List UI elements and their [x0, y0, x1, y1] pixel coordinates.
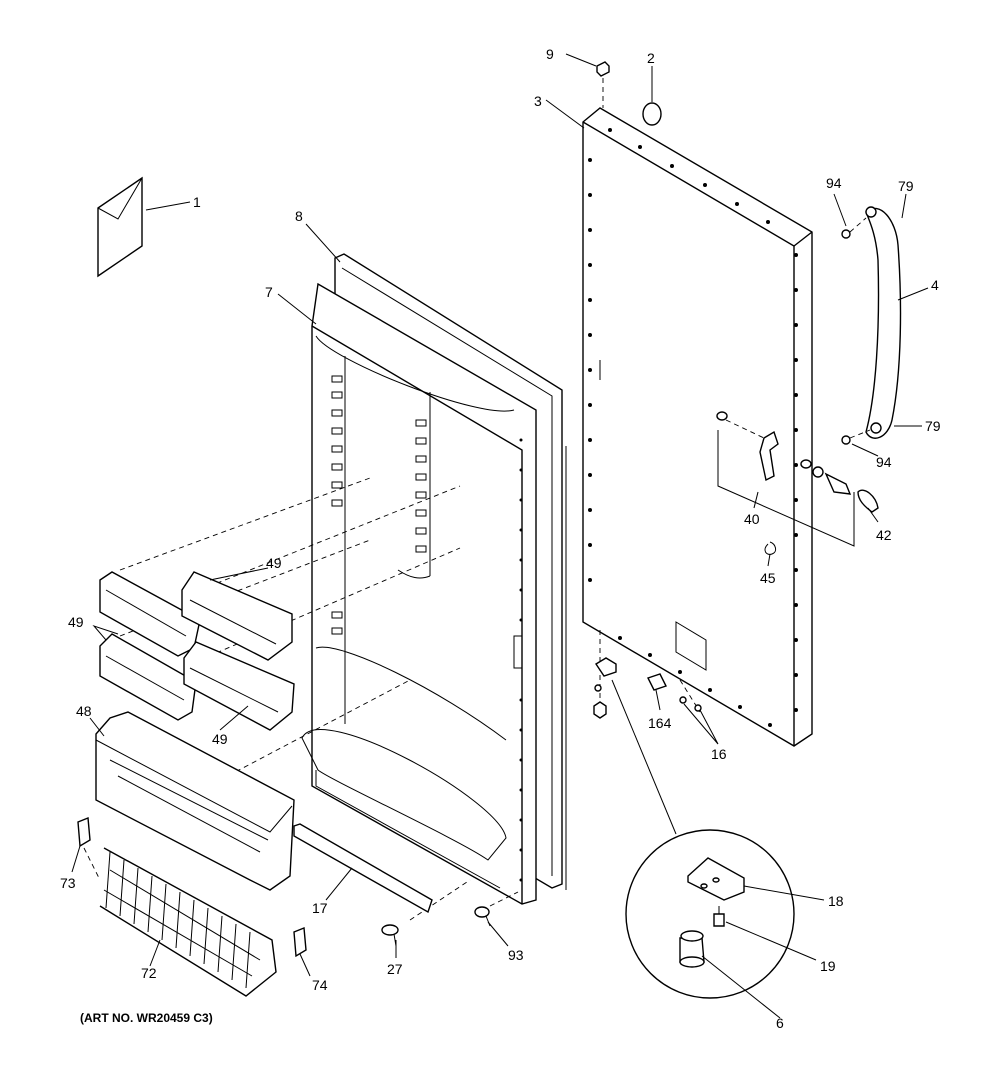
callout-94-bottom: 94 [876, 454, 892, 470]
part-1-envelope [97, 176, 143, 278]
callout-labels: 1 9 2 3 8 7 94 79 4 79 94 40 42 45 49 49… [60, 46, 941, 1031]
callout-94-top: 94 [826, 175, 842, 191]
callout-18: 18 [828, 893, 844, 909]
part-17-trim-strip [293, 823, 433, 914]
callout-48: 48 [76, 703, 92, 719]
part-49-door-bins [99, 571, 295, 731]
part-3-door-panel [582, 107, 813, 747]
part-4-handle [865, 206, 902, 439]
callout-49-top: 49 [266, 555, 282, 571]
callout-4: 4 [931, 277, 939, 293]
callout-93: 93 [508, 947, 524, 963]
callout-49-left: 49 [68, 614, 84, 630]
callout-72: 72 [141, 965, 157, 981]
callout-42: 42 [876, 527, 892, 543]
callout-6: 6 [776, 1015, 784, 1031]
callout-73: 73 [60, 875, 76, 891]
art-number: (ART NO. WR20459 C3) [80, 1011, 213, 1025]
part-48-large-bin [95, 711, 295, 891]
part-9-screw [596, 61, 610, 108]
callout-7: 7 [265, 284, 273, 300]
callout-9: 9 [546, 46, 554, 62]
part-45-clip [764, 541, 777, 555]
part-7-inner-liner [301, 282, 537, 905]
callout-16: 16 [711, 746, 727, 762]
part-42-key [857, 489, 879, 513]
callout-79-top: 79 [898, 178, 914, 194]
callout-2: 2 [647, 50, 655, 66]
callout-17: 17 [312, 900, 328, 916]
callout-8: 8 [295, 208, 303, 224]
callout-49-bottom: 49 [212, 731, 228, 747]
part-94-handle-screws [841, 217, 871, 445]
callout-74: 74 [312, 977, 328, 993]
part-74-shelf-support [293, 927, 307, 958]
callout-164: 164 [648, 715, 672, 731]
callout-27: 27 [387, 961, 403, 977]
hinge-detail-circle [611, 679, 795, 999]
callout-leader-lines [71, 53, 929, 1019]
callout-40: 40 [744, 511, 760, 527]
part-93-fastener [474, 906, 491, 927]
callout-3: 3 [534, 93, 542, 109]
callout-19: 19 [820, 958, 836, 974]
callout-45: 45 [760, 570, 776, 586]
hinge-parts [593, 657, 702, 719]
part-2-plug [642, 102, 662, 126]
part-73-shelf-support [77, 817, 101, 881]
part-72-wire-shelf [99, 847, 277, 997]
callout-79-bottom: 79 [925, 418, 941, 434]
part-40-lock-assembly [725, 419, 852, 495]
callout-1: 1 [193, 194, 201, 210]
